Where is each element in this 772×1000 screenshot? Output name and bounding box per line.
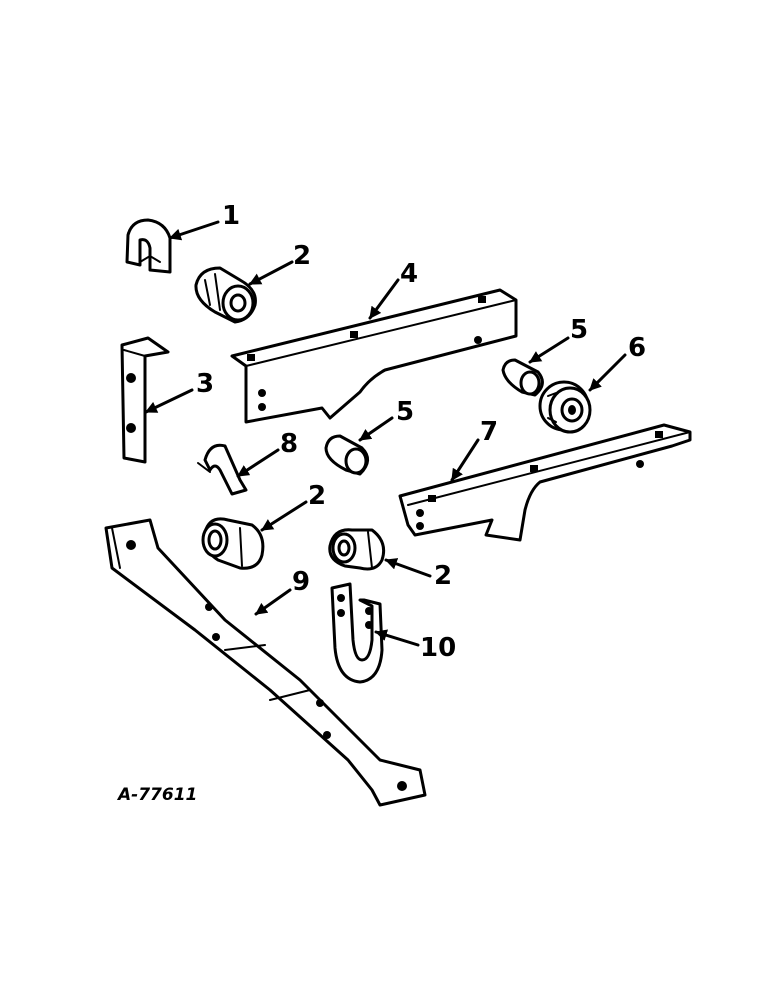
leader-5-upper [528, 336, 570, 364]
part-5-sleeve-upper [501, 358, 544, 397]
leader-8 [236, 448, 280, 478]
part-5-sleeve-lower [324, 434, 369, 476]
callout-2-lower: 2 [434, 561, 452, 591]
leader-2-middle [260, 500, 308, 532]
part-10-u-strap [330, 582, 384, 684]
leader-1 [168, 220, 220, 241]
callout-2-middle: 2 [308, 481, 326, 511]
leader-10 [374, 629, 420, 647]
callout-5-upper: 5 [570, 315, 588, 345]
part-1-clip [125, 218, 172, 274]
part-2-bushing-lower [328, 528, 386, 571]
leader-6 [588, 353, 627, 392]
part-3-bracket [120, 336, 170, 464]
leader-lines [144, 220, 627, 647]
part-8-clamp [197, 443, 248, 496]
reference-code: A-77611 [116, 785, 197, 805]
part-2-bushing-middle [201, 517, 265, 570]
leader-2-lower [384, 558, 432, 578]
leader-2-top [248, 260, 294, 286]
callout-8: 8 [280, 429, 298, 459]
callout-4: 4 [400, 259, 418, 289]
leader-5-lower [358, 416, 394, 442]
leader-9 [254, 588, 292, 616]
callout-5-lower: 5 [396, 397, 414, 427]
part-4-bracket [230, 288, 518, 424]
leader-3 [144, 388, 194, 414]
leader-7 [450, 438, 480, 482]
callout-2-top: 2 [293, 241, 311, 271]
callout-7: 7 [480, 417, 498, 447]
part-9-strap [104, 518, 427, 807]
part-6-pulley [538, 380, 592, 434]
leader-4 [368, 278, 400, 320]
callout-10: 10 [420, 633, 456, 663]
callout-6: 6 [628, 333, 646, 363]
part-2-bushing-top [194, 266, 257, 324]
callout-1: 1 [222, 201, 240, 231]
callout-9: 9 [292, 567, 310, 597]
callout-3: 3 [196, 369, 214, 399]
callout-labels: 1 2 3 4 5 6 5 7 8 2 2 9 10 [196, 201, 646, 663]
part-7-bracket [398, 423, 692, 542]
